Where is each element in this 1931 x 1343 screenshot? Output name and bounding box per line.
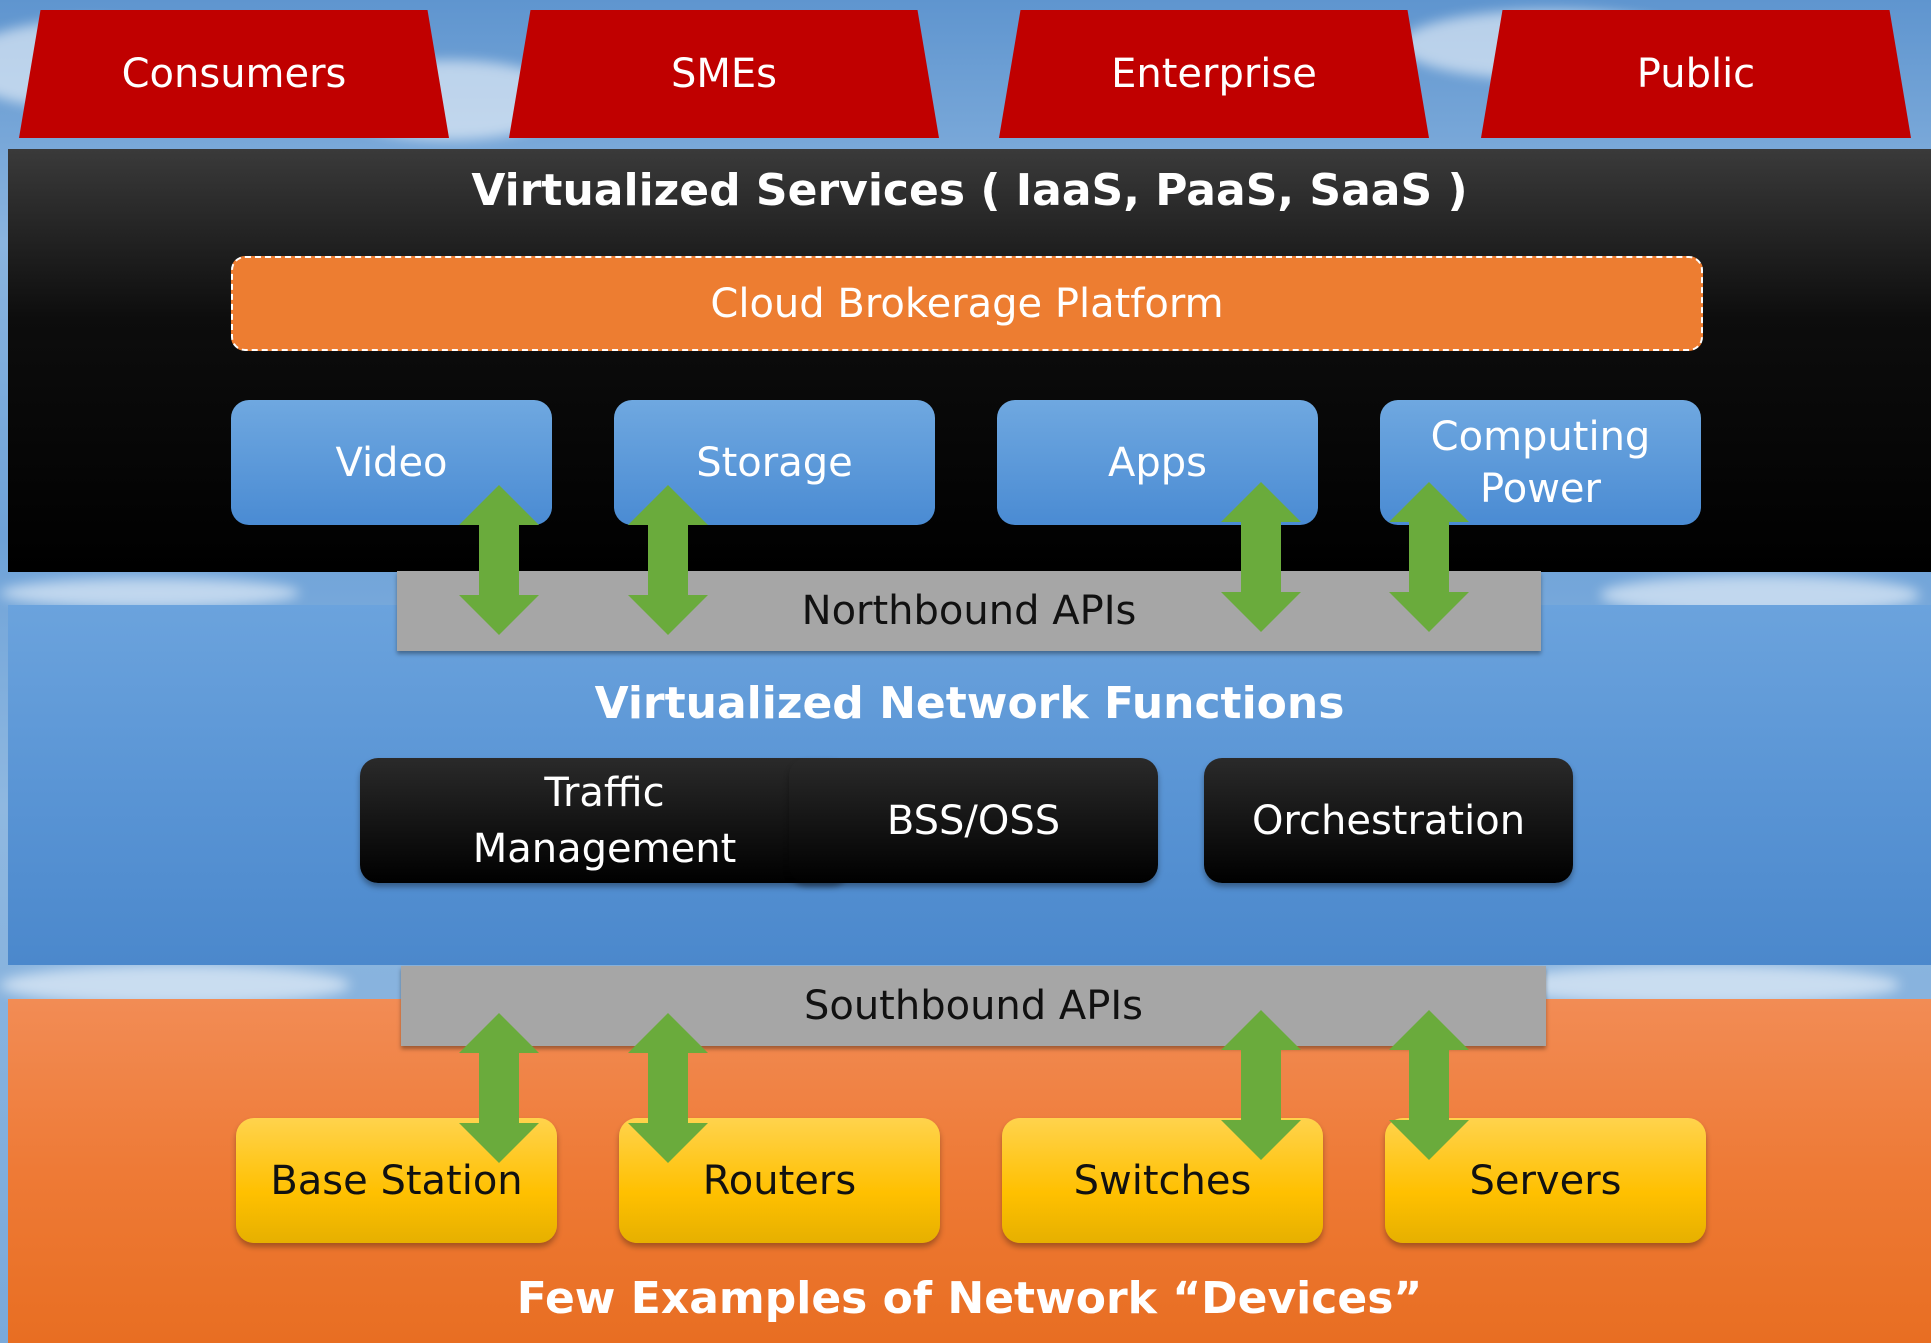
double-arrow-icon — [459, 485, 539, 635]
southbound-apis-bar: Southbound APIs — [401, 966, 1546, 1046]
double-arrow-icon — [1389, 1010, 1469, 1160]
customer-consumers: Consumers — [19, 10, 449, 138]
double-arrow-icon — [628, 1013, 708, 1163]
cloud-brokerage-platform: Cloud Brokerage Platform — [231, 256, 1703, 351]
customer-public: Public — [1481, 10, 1911, 138]
services-layer-title: Virtualized Services ( IaaS, PaaS, SaaS … — [471, 165, 1468, 216]
cloud-decoration — [0, 965, 350, 1005]
cloud-decoration — [1500, 965, 1900, 1005]
customer-enterprise: Enterprise — [999, 10, 1429, 138]
double-arrow-icon — [1221, 1010, 1301, 1160]
double-arrow-icon — [1389, 482, 1469, 632]
cloud-decoration — [0, 578, 300, 608]
function-traffic-management: Traffic Management — [360, 758, 849, 883]
function-orchestration: Orchestration — [1204, 758, 1573, 883]
northbound-apis-bar: Northbound APIs — [397, 571, 1541, 651]
customer-smes: SMEs — [509, 10, 939, 138]
devices-layer-title: Few Examples of Network “Devices” — [516, 1273, 1423, 1324]
function-bss-oss: BSS/OSS — [789, 758, 1158, 883]
nfv-layer-title: Virtualized Network Functions — [594, 678, 1345, 729]
double-arrow-icon — [459, 1013, 539, 1163]
double-arrow-icon — [1221, 482, 1301, 632]
double-arrow-icon — [628, 485, 708, 635]
